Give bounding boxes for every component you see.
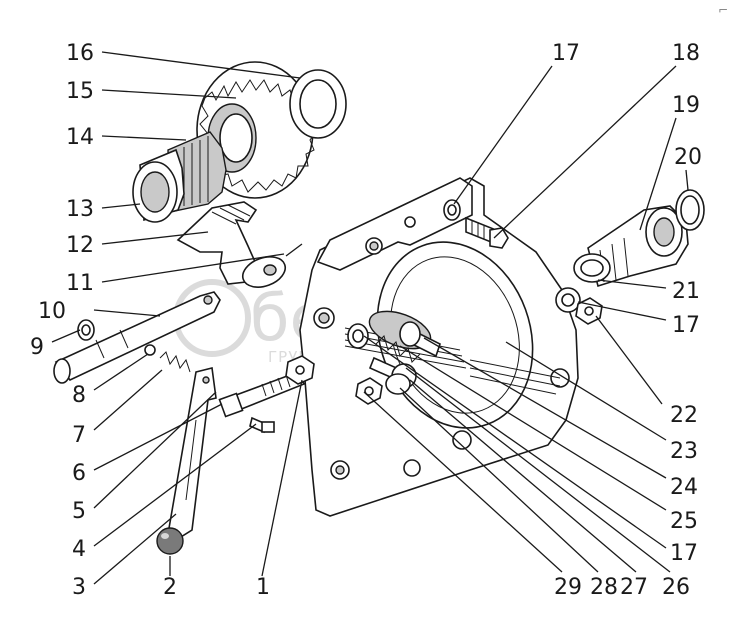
callout-4: 4 [72,537,86,562]
shift-fork-12 [176,201,287,288]
pin-11 [285,243,303,257]
callout-3: 3 [72,575,86,600]
plug-19 [587,205,689,288]
corner-mark: ⌐ [718,3,728,17]
washer-17-top [443,199,461,221]
callout-29: 29 [554,575,582,600]
callout-labels: 16 15 14 13 12 11 10 9 8 7 6 5 4 3 2 1 1… [30,41,702,600]
washer-17-centre [347,323,369,349]
callout-10: 10 [38,299,66,324]
callout-1: 1 [256,575,270,600]
bushing-13 [132,148,185,223]
callout-22: 22 [670,403,698,428]
callout-20: 20 [674,145,702,170]
callout-18: 18 [672,41,700,66]
callout-9: 9 [30,335,44,360]
callout-11: 11 [66,271,94,296]
callout-2: 2 [163,575,177,600]
bolt-4 [249,416,275,434]
callout-25: 25 [670,509,698,534]
callout-7: 7 [72,423,86,448]
adjusting-rod-6 [218,371,306,418]
washer-17-right [555,287,581,313]
shift-rod-10 [53,291,221,384]
bolt-29 [355,377,383,405]
callout-8: 8 [72,383,86,408]
callout-27: 27 [620,575,648,600]
callout-15: 15 [66,79,94,104]
ring-20 [675,189,705,231]
washer-16 [289,69,347,139]
spring-7 [159,351,191,373]
callout-12: 12 [66,233,94,258]
nut-22 [575,297,603,325]
nut-1 [285,355,315,385]
knob-2 [156,527,184,555]
callout-23: 23 [670,439,698,464]
callout-6: 6 [72,461,86,486]
callout-17-right: 17 [672,313,700,338]
spring-25 [375,335,421,363]
bolt-24 [399,321,441,358]
ring-21 [573,253,611,283]
callout-26: 26 [662,575,690,600]
callout-21: 21 [672,279,700,304]
plug-28 [385,373,411,395]
callout-19: 19 [672,93,700,118]
ball-8 [144,344,156,356]
leader-lines [51,51,689,585]
callout-5: 5 [72,499,86,524]
callout-14: 14 [66,125,94,150]
callout-28: 28 [590,575,618,600]
callout-24: 24 [670,475,698,500]
callout-17-top: 17 [552,41,580,66]
callout-17-centre: 17 [670,541,698,566]
bolt-18 [465,216,509,249]
callout-16: 16 [66,41,94,66]
callout-13: 13 [66,197,94,222]
washer-9 [77,319,95,341]
